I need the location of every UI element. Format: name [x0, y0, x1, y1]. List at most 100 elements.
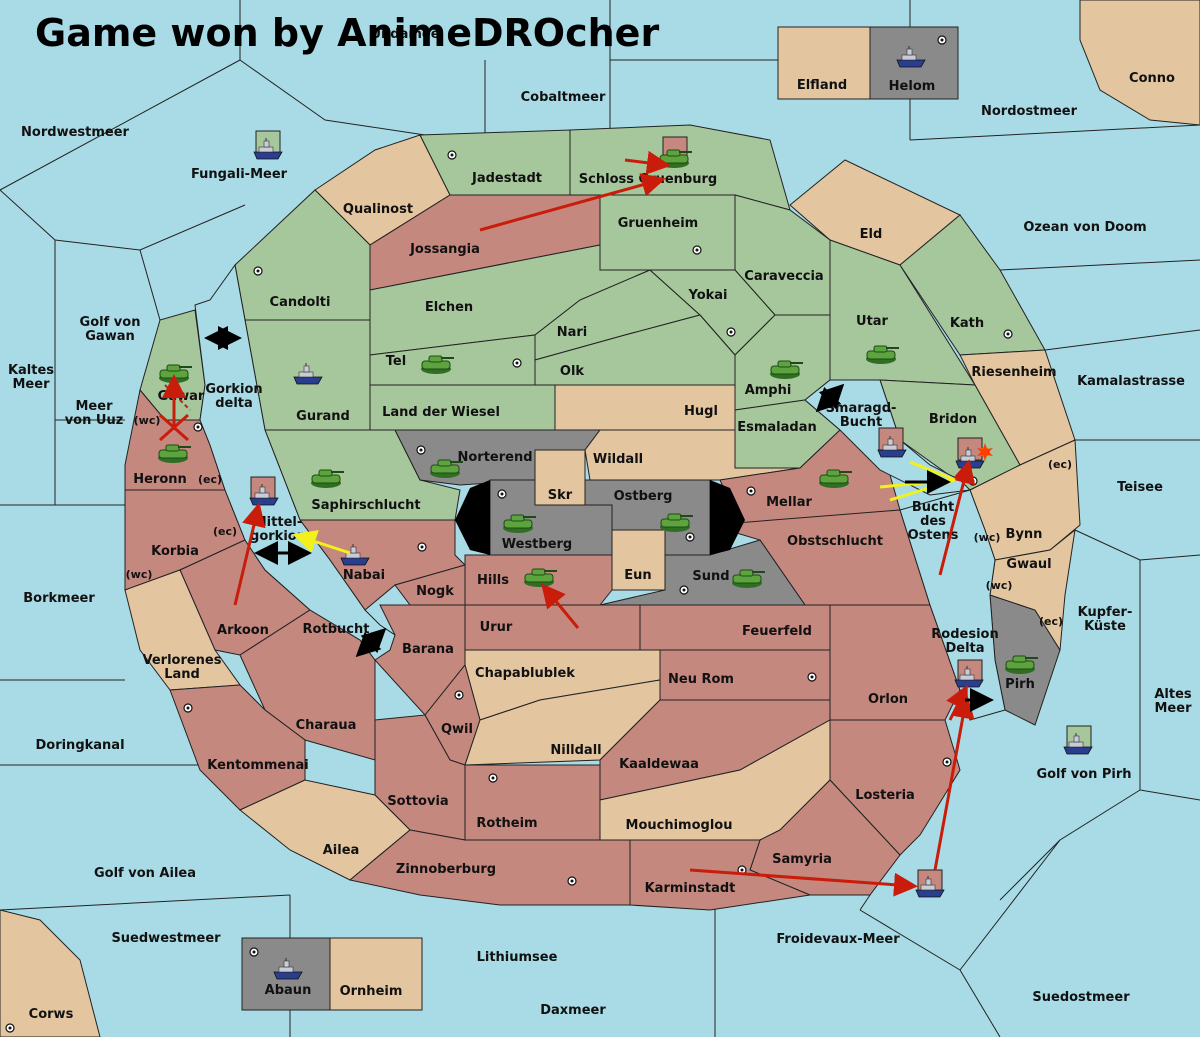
supply-center-icon	[416, 445, 426, 455]
supply-center-icon	[942, 757, 952, 767]
label-neu-rom: Neu Rom	[668, 672, 734, 687]
label-amphi: Amphi	[745, 383, 792, 398]
label-westberg: Westberg	[502, 537, 572, 552]
label-feuerfeld: Feuerfeld	[742, 624, 812, 639]
supply-center-icon	[183, 703, 193, 713]
label-smaragd: Smaragd-Bucht	[826, 401, 897, 430]
label-land-wiesel: Land der Wiesel	[382, 405, 500, 420]
supply-center-icon	[567, 876, 577, 886]
coast-tag: (ec)	[213, 525, 237, 538]
support-line	[292, 530, 351, 555]
label-norterend: Norterend	[457, 450, 532, 465]
region-capsule-right	[710, 480, 745, 555]
region-gwaul	[989, 528, 1076, 652]
label-gwaul: Gwaul	[1006, 557, 1051, 572]
coast-tag: (wc)	[134, 414, 161, 427]
label-cobaltmeer: Cobaltmeer	[521, 90, 606, 105]
label-olk: Olk	[560, 364, 585, 379]
coast-tag: (wc)	[126, 568, 153, 581]
label-elfland: Elfland	[797, 78, 847, 93]
label-samyria: Samyria	[772, 852, 832, 867]
label-charaua: Charaua	[296, 718, 357, 733]
label-obstschlucht: Obstschlucht	[787, 534, 883, 549]
label-nabai: Nabai	[343, 568, 385, 583]
coast-tags: (wc) (ec) (ec) (wc) (ec) (wc) (wc) (ec)	[126, 414, 1072, 628]
label-esmaladan: Esmaladan	[737, 420, 817, 435]
region-karminstadt	[629, 839, 812, 911]
label-fungali: Fungali-Meer	[191, 167, 288, 182]
label-lithiumsee: Lithiumsee	[477, 950, 558, 965]
label-orlon: Orlon	[868, 692, 908, 707]
supply-center-icon	[488, 773, 498, 783]
label-golf-ailea: Golf von Ailea	[94, 866, 196, 881]
label-mittelgorkion: Mittel-gorkion	[250, 515, 306, 544]
label-karminstadt: Karminstadt	[645, 881, 736, 896]
label-wildall: Wildall	[593, 452, 643, 467]
region-kentommenai	[169, 684, 306, 811]
support-line	[164, 384, 191, 411]
supply-center-icon	[249, 947, 259, 957]
region-elfland	[777, 26, 871, 100]
move-arrow	[624, 150, 671, 175]
page-title: Game won by AnimeDROcher	[35, 11, 659, 55]
label-daxmeer: Daxmeer	[540, 1003, 606, 1018]
label-eun: Eun	[624, 568, 651, 583]
label-kamalastrasse: Kamalastrasse	[1077, 374, 1185, 389]
canal-arrow	[355, 627, 387, 658]
label-caraveccia: Caraveccia	[744, 269, 823, 284]
sea-labels: Nordwestmeer Fungali-Meer Cobaltmeer Nor…	[8, 27, 1192, 1022]
label-tel: Tel	[386, 354, 406, 369]
label-mouchimoglou: Mouchimoglou	[626, 818, 733, 833]
label-utar: Utar	[856, 314, 889, 329]
label-sottovia: Sottovia	[387, 794, 448, 809]
label-heronn: Heronn	[133, 472, 187, 487]
supply-center-icon	[746, 486, 756, 496]
label-bynn: Bynn	[1006, 527, 1043, 542]
label-pirh: Pirh	[1005, 677, 1035, 692]
label-rotbucht: Rotbucht	[303, 622, 370, 637]
label-candolti: Candolti	[270, 295, 331, 310]
coast-tag: (ec)	[1039, 615, 1063, 628]
label-skr: Skr	[548, 488, 573, 503]
label-rotheim: Rotheim	[476, 816, 537, 831]
supply-center-icon	[253, 266, 263, 276]
label-doringkanal: Doringkanal	[35, 738, 124, 753]
label-nogk: Nogk	[416, 584, 454, 599]
label-riesenheim: Riesenheim	[971, 365, 1056, 380]
label-teisee: Teisee	[1117, 480, 1163, 495]
supply-center-icon	[807, 672, 817, 682]
move-arrow	[689, 868, 918, 897]
supply-center-icon	[937, 35, 947, 45]
region-conno	[1079, 0, 1200, 126]
label-borkmeer: Borkmeer	[23, 591, 95, 606]
region-corws	[0, 909, 101, 1037]
label-korbia: Korbia	[151, 544, 199, 559]
explosion-icon	[977, 443, 993, 461]
label-undamee: Undamee	[370, 27, 439, 42]
label-kupfer: Kupfer-Küste	[1078, 605, 1133, 634]
move-arrow	[233, 502, 266, 606]
label-urur: Urur	[480, 620, 513, 635]
label-losteria: Losteria	[855, 788, 915, 803]
supply-center-icon	[679, 585, 689, 595]
label-qwil: Qwil	[441, 722, 473, 737]
label-ailea: Ailea	[323, 843, 360, 858]
label-kaaldewaa: Kaaldewaa	[619, 757, 699, 772]
label-qualinost: Qualinost	[343, 202, 413, 217]
supply-center-icon	[726, 327, 736, 337]
label-zinnoberburg: Zinnoberburg	[396, 862, 496, 877]
label-jossangia: Jossangia	[409, 242, 480, 257]
label-chapablublek: Chapablublek	[475, 666, 575, 681]
land-labels: Elfland Helom Jadestadt Schloss Gruenbur…	[133, 78, 1056, 999]
destroyed-x-icon	[159, 413, 189, 442]
label-ornheim: Ornheim	[340, 984, 403, 999]
label-nilldall: Nilldall	[550, 743, 601, 758]
